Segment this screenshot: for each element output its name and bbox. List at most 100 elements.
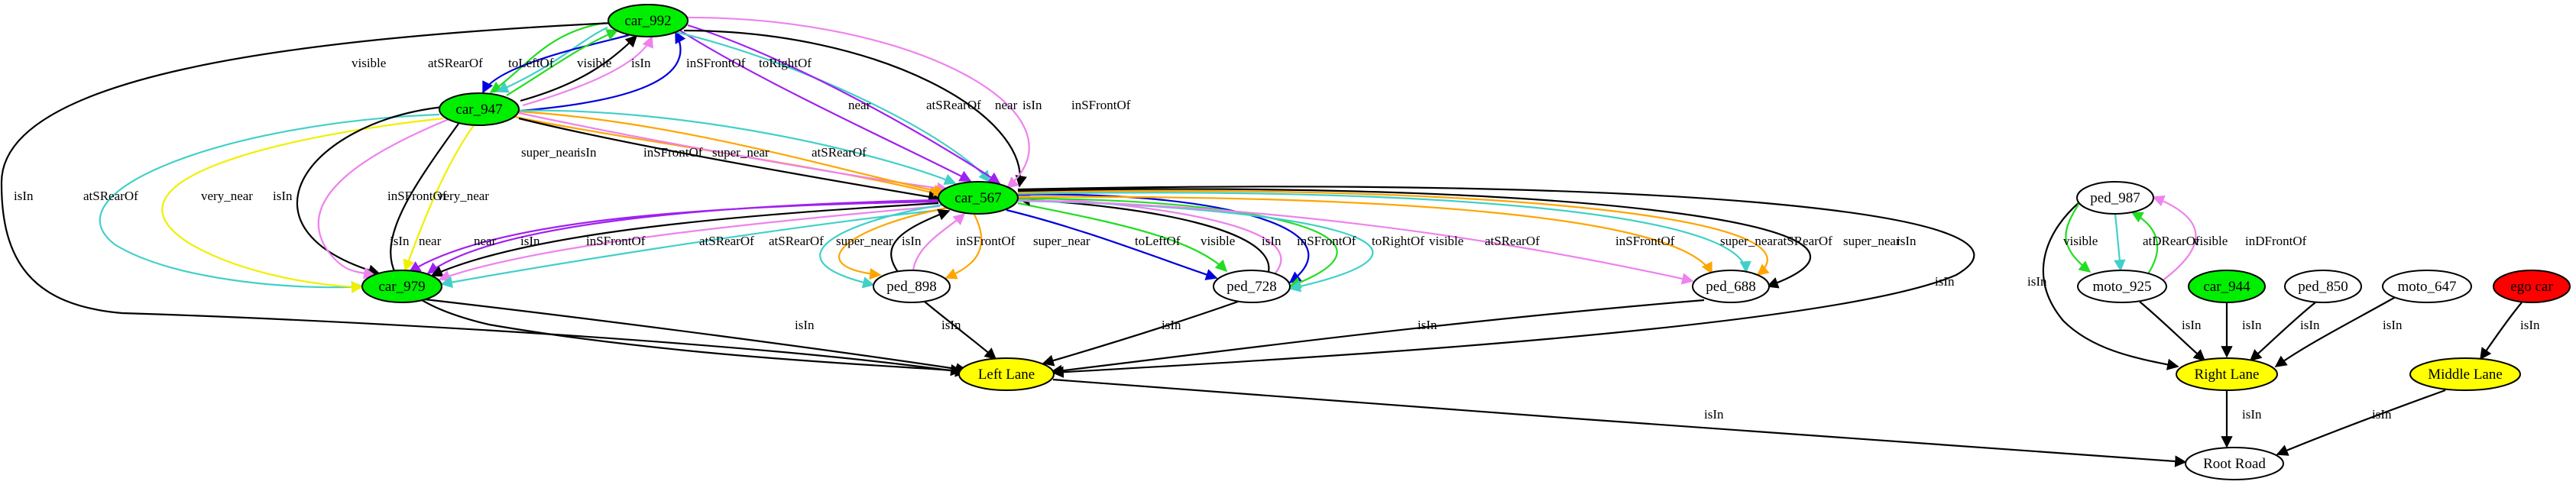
node-label-car-947: car_947 [455,102,502,118]
edge-label-e59: isIn [2242,318,2262,332]
edge-label-e7: toRightOf [759,56,812,70]
edge-e57 [2152,195,2197,282]
node-moto-925: moto_925 [2077,270,2167,303]
edge-label-e21: isIn [273,189,293,203]
edge-label-e3: toLeftOf [508,56,554,70]
edge-e28 [438,205,941,282]
edge-layer [0,16,2523,467]
edge-e44 [1017,192,1751,273]
edge-label-e45: super_near [1843,234,1900,248]
node-shape-left-lane [958,357,1055,391]
edge-label-e50: isIn [1162,318,1181,332]
node-shape-ego-car [2493,270,2571,303]
node-shape-ped-728 [1213,270,1291,303]
edge-e61 [2274,294,2400,367]
edge-label-e64: isIn [2372,407,2392,422]
node-right-lane: Right Lane [2176,357,2278,391]
edge-label-e17: super_near [712,145,770,160]
edge-e8 [679,30,972,182]
edge-label-e11: isIn [1022,98,1042,112]
edge-label-e41: atSRearOf [1485,234,1540,248]
edge-e32 [890,208,951,273]
edge-e60 [2249,302,2316,362]
node-car-992: car_992 [608,4,689,37]
edge-label-e6: inSFrontOf [686,56,746,70]
edge-e12 [679,16,1030,189]
edge-label-e36: visible [1201,234,1235,248]
edge-e15 [518,117,941,203]
edge-e20 [161,117,444,293]
node-label-ped-987: ped_987 [2090,190,2140,206]
edge-label-e33: inSFrontOf [956,234,1016,248]
edge-e36 [1017,202,1228,273]
node-car-944: car_944 [2188,270,2266,303]
edge-e25 [408,200,939,273]
edge-e9 [672,30,990,183]
edge-e55 [2114,213,2126,272]
edge-label-e44: atSRearOf [1777,234,1832,248]
edge-e62 [2480,302,2523,360]
edge-e40 [1017,197,1338,289]
edge-label-e20: very_near [201,189,253,203]
edge-e18 [515,109,957,186]
edge-label-e9: atSRearOf [926,98,981,112]
node-ped-688: ped_688 [1692,270,1770,303]
edge-label-e37: isIn [1262,234,1282,248]
edge-label-e49: isIn [941,318,961,332]
edge-e31 [838,206,948,280]
edge-label-e60: isIn [2300,318,2320,332]
node-shape-moto-647 [2382,270,2472,303]
edge-e6 [522,35,653,107]
node-shape-car-944 [2188,270,2266,303]
edge-label-e10: near [995,98,1018,112]
node-label-ego-car: ego car [2510,279,2553,295]
edge-label-e56: visible [2193,234,2228,248]
edge-e48 [424,298,968,375]
edge-e50 [1042,300,1239,367]
edge-e43 [1017,196,1712,275]
edge-e30 [819,203,944,289]
edge-label-e2: atSRearOf [428,56,483,70]
edge-label-e46: isIn [1897,234,1917,248]
node-ped-898: ped_898 [873,270,951,303]
edge-e10 [687,24,1001,184]
edge-e54 [2065,201,2092,273]
edge-label-e57: inDFrontOf [2245,234,2307,248]
edge-label-e53: isIn [2027,274,2047,289]
edge-e5 [520,34,638,102]
edge-label-e29: atSRearOf [699,234,754,248]
edge-label-e8: near [848,98,871,112]
node-label-root-road: Root Road [2203,456,2266,472]
node-middle-lane: Middle Lane [2409,357,2521,391]
edge-e56 [2130,212,2159,276]
node-label-ped-688: ped_688 [1706,279,1755,295]
edge-label-e61: isIn [2383,318,2403,332]
edge-e23 [403,124,475,272]
node-root-road: Root Road [2185,447,2284,480]
edge-e64 [2276,389,2446,456]
node-label-ped-850: ped_850 [2298,279,2348,295]
edge-e49 [924,301,997,360]
node-shape-car-567 [938,181,1019,215]
edge-label-e43: super_near [1720,234,1777,248]
edge-e58 [2139,301,2206,362]
edge-label-e48: isIn [795,318,815,332]
node-ped-850: ped_850 [2284,270,2362,303]
edge-e52 [1052,378,2187,467]
node-shape-middle-lane [2409,357,2521,391]
edge-e27 [430,202,939,277]
node-label-ped-728: ped_728 [1226,279,1276,295]
node-shape-ped-850 [2284,270,2362,303]
node-label-car-992: car_992 [624,13,671,29]
node-label-car-567: car_567 [954,190,1001,206]
edge-e17 [518,110,946,196]
edge-label-e13: isIn [14,189,34,203]
edge-label-e58: isIn [2182,318,2202,332]
edge-e24 [390,123,963,377]
edge-label-e4: visible [577,56,611,70]
edge-label-e25: near [419,234,442,248]
edge-e11 [683,29,1027,188]
node-left-lane: Left Lane [958,357,1055,391]
